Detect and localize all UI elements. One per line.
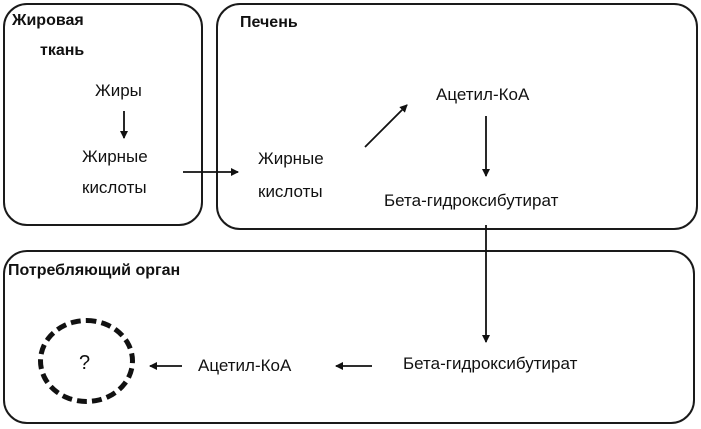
liver-beta-hydroxybutyrate-label: Бета-гидроксибутират [384,191,559,210]
consumer-acetyl-coa-label: Ацетил-КоА [198,356,292,375]
consumer-beta-hydroxybutyrate-label: Бета-гидроксибутират [403,354,578,373]
adipose-fatty-acids-line2: кислоты [82,178,147,197]
adipose-fatty-acids-line1: Жирные [82,147,148,166]
adipose-tissue-box [3,3,203,226]
consumer-organ-title: Потребляющий орган [8,262,181,279]
liver-box [216,3,698,230]
liver-fatty-acids-line2: кислоты [258,182,323,201]
unknown-product-dashed-circle [38,318,135,404]
adipose-title-line2: ткань [40,42,85,59]
arrow-fatty-acids-to-acetyl-coa [364,104,408,148]
consumer-organ-box [3,250,695,424]
liver-fatty-acids-line1: Жирные [258,149,324,168]
adipose-title-line1: Жировая [12,12,84,29]
liver-acetyl-coa-label: Ацетил-КоА [436,85,530,104]
question-mark-label: ? [79,352,91,374]
liver-title: Печень [240,14,298,31]
adipose-fats-label: Жиры [95,81,142,100]
